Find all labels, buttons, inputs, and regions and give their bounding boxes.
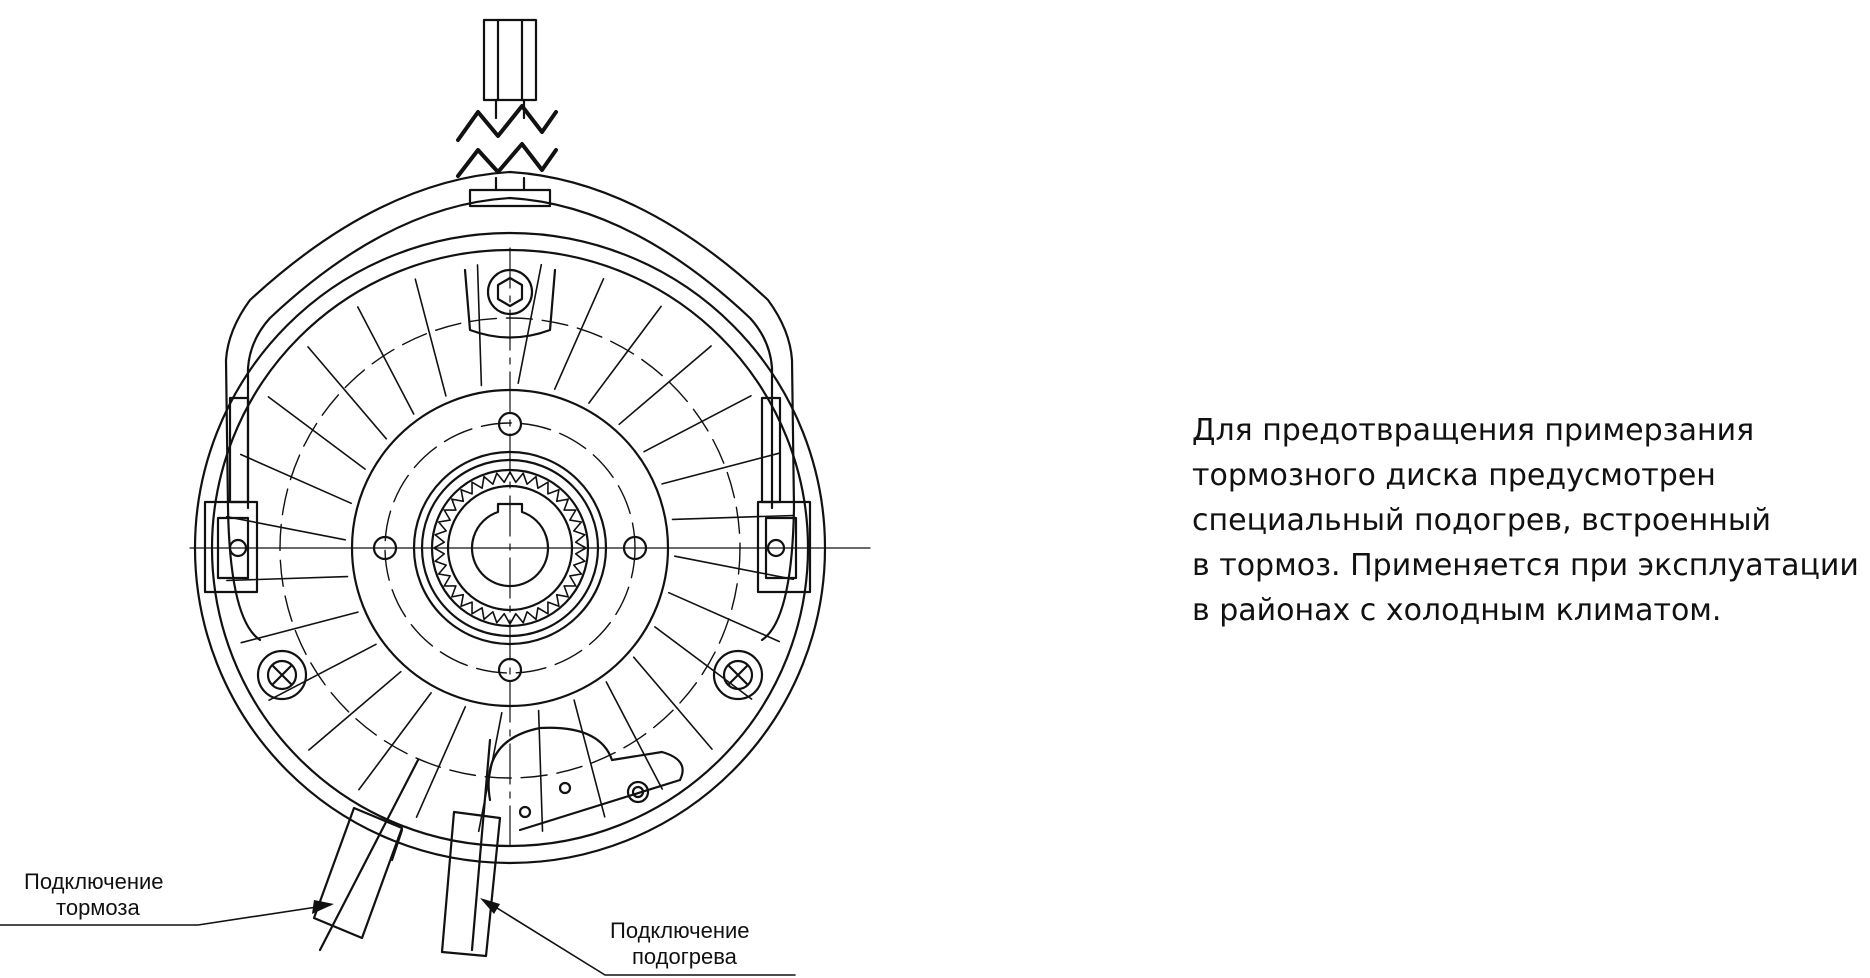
shoe-slot-right [760,396,782,504]
label-brake-1: Подключение [24,869,164,894]
break-line-top [456,104,558,142]
arrow-heater [480,898,500,914]
shaft-keyway [470,502,550,588]
yoke-band-outer [224,170,796,510]
arrow-brake [312,900,334,914]
shoe-slot-left [228,396,250,504]
label-heater-2: подогрева [632,944,738,969]
leader-heater [483,899,796,976]
cable-heater [440,810,502,958]
description-line-3: специальный подогрев, встроенный [1192,503,1772,538]
yoke-lower-left [226,506,262,642]
yoke-lower-right [760,506,796,642]
rod-base [468,188,552,208]
release-lever [487,726,684,832]
break-line-bottom [456,142,558,178]
bolt-cross-icon [271,664,293,686]
label-brake-2: тормоза [56,895,141,920]
label-heater-1: Подключение [610,918,750,943]
bolt-cross-icon [727,664,749,686]
leader-brake [0,904,331,926]
description-line-2: тормозного диска предусмотрен [1192,458,1716,493]
description-line-1: Для предотвращения примерзания [1192,413,1755,448]
description: Для предотвращения примерзания тормозног… [1192,408,1859,633]
brake-shoe-right [756,500,812,594]
hex-icon [496,276,524,308]
description-line-4: в тормоз. Применяется при эксплуатации [1192,548,1859,583]
top-nut [482,18,538,102]
centre-lines [189,247,871,851]
cooling-ribs [225,263,795,833]
cable-brake [312,806,404,940]
yoke-band-inner [246,196,774,510]
description-line-5: в районах с холодным климатом. [1192,593,1722,628]
